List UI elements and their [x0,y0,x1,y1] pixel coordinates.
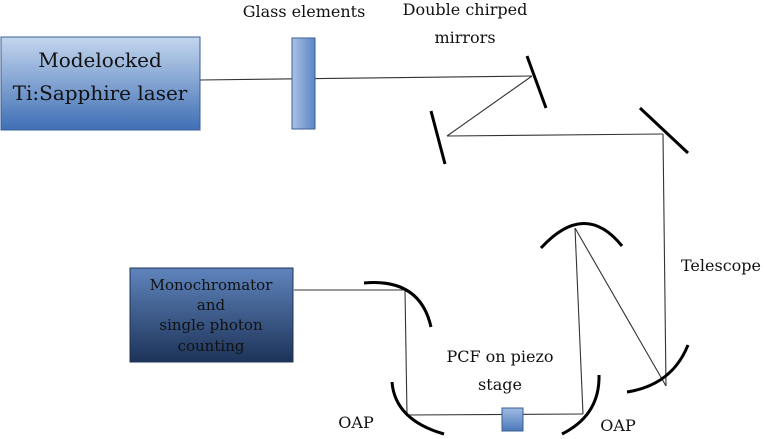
laser-label-line1: Modelocked [38,48,162,72]
telescope-mirror-bottom [626,344,690,394]
oap-mirror-left [390,381,445,436]
label-telescope: Telescope [681,256,761,275]
mirrors [363,55,690,436]
beam-telescope-bottom-to-top [574,227,667,387]
laser-label-line2: Ti:Sapphire laser [13,81,188,105]
mono-label-line3: single photon [159,316,263,334]
double-chirped-mirror-2 [429,110,447,165]
beam-laser-to-dcm1 [199,75,533,81]
fold-mirror [638,106,690,155]
pcf-piezo-stage [501,407,524,432]
monochromator-box: Monochromator and single photon counting [129,267,294,363]
beam-oap-left-to-oap-top [404,289,408,416]
mono-label-line1: Monochromator [150,276,274,294]
label-double-chirped-line2: mirrors [434,28,495,47]
label-oap-right: OAP [600,416,636,435]
mono-label-line2: and [197,296,226,314]
beam-path [199,75,667,416]
beam-telescope-top-to-oap-right [574,227,584,415]
mono-label-line4: counting [178,337,245,355]
label-pcf-line1: PCF on piezo [446,347,553,366]
beam-dcm1-to-dcm2 [446,75,533,137]
label-oap-left: OAP [338,413,374,432]
glass-element [291,37,316,130]
telescope-mirror-top [539,222,624,250]
label-pcf-line2: stage [478,375,522,394]
laser-box: Modelocked Ti:Sapphire laser [0,36,201,131]
oap-mirror-top [363,281,433,328]
beam-dcm2-to-mirror3 [446,133,664,137]
label-glass-elements: Glass elements [243,2,366,21]
beam-mirror3-to-telescope-bottom [662,133,667,387]
beam-oap-right-to-oap-left [406,413,584,416]
double-chirped-mirror-1 [525,55,548,109]
oap-mirror-right [561,374,601,436]
label-double-chirped-line1: Double chirped [403,0,528,19]
